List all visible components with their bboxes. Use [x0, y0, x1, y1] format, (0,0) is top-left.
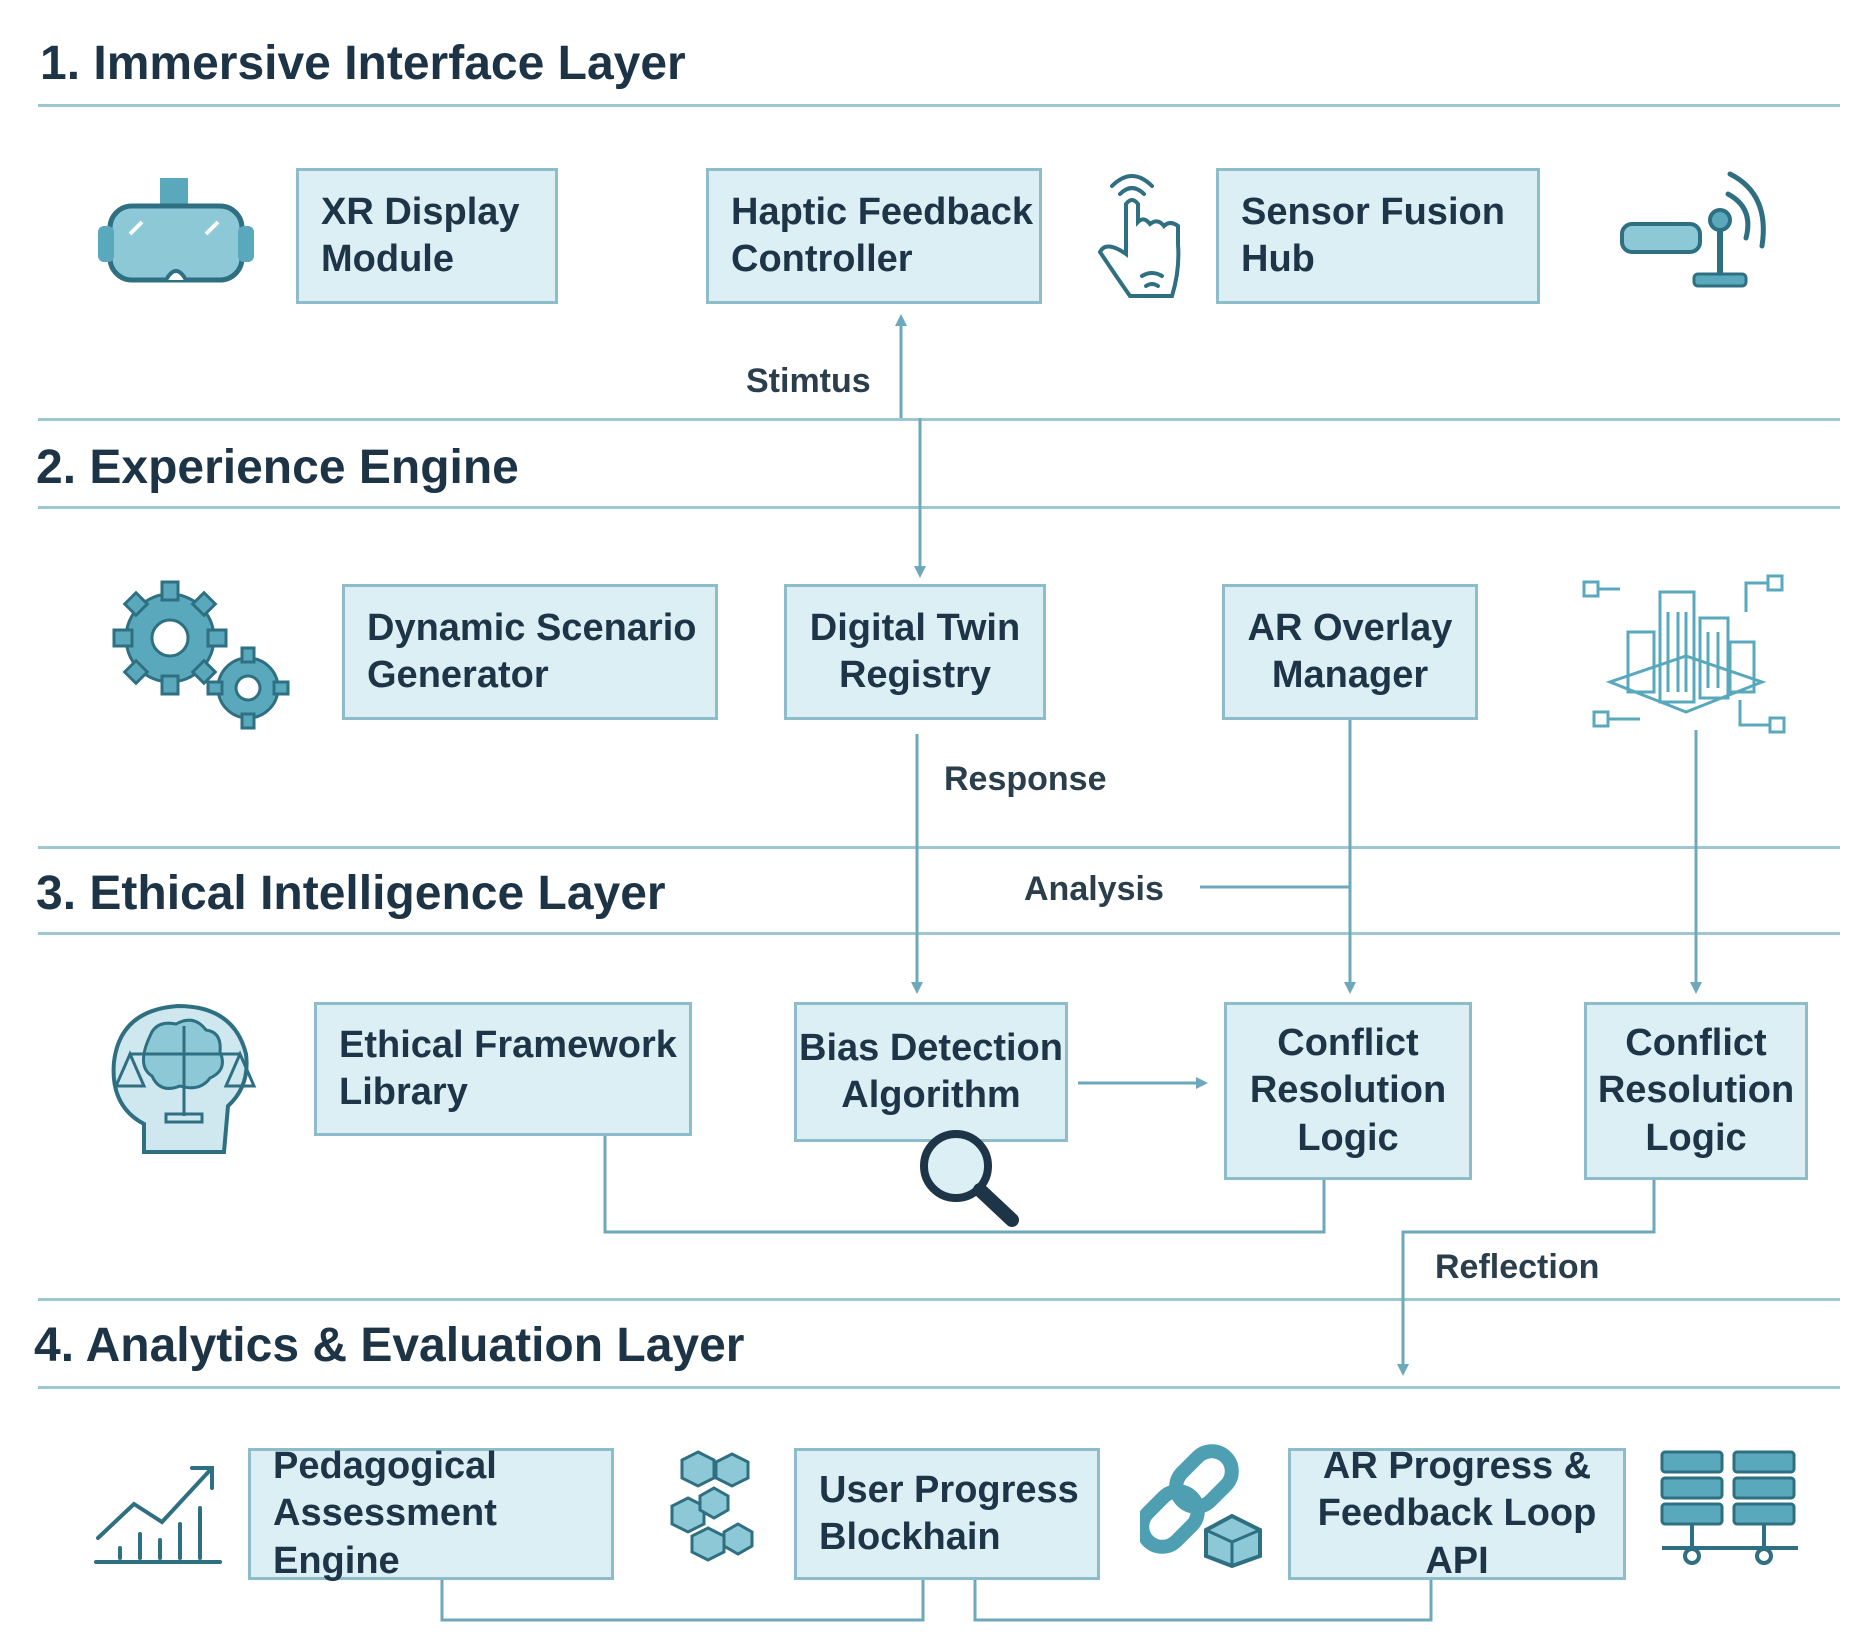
box-label: Bias Detection Algorithm	[799, 1026, 1063, 1117]
layer-divider	[38, 104, 1840, 107]
response-label: Response	[944, 760, 1107, 798]
box-label: AR Progress & Feedback Loop API	[1317, 1444, 1597, 1582]
box-label: Haptic Feedback Controller	[731, 190, 1033, 281]
gears-icon	[112, 580, 290, 730]
layer-divider	[38, 1298, 1840, 1301]
stimulus-label: Stimtus	[746, 362, 871, 400]
ar-overlay-manager-box: AR Overlay Manager	[1222, 584, 1478, 720]
brain-scales-icon	[111, 1003, 257, 1154]
box-label: Conflict Resolution Logic	[1597, 1021, 1795, 1159]
box-label: Conflict Resolution Logic	[1249, 1021, 1447, 1159]
layer-title-analytics: 4. Analytics & Evaluation Layer	[34, 1319, 745, 1372]
bias-detection-algorithm-box: Bias Detection Algorithm	[794, 1002, 1068, 1142]
reflection-label: Reflection	[1435, 1248, 1600, 1286]
analysis-label: Analysis	[1024, 870, 1164, 908]
smart-city-icon	[1582, 574, 1786, 734]
dynamic-scenario-generator-box: Dynamic Scenario Generator	[342, 584, 718, 720]
layer-divider	[38, 932, 1840, 935]
layer-title-ethical: 3. Ethical Intelligence Layer	[36, 867, 666, 920]
layer-divider	[38, 846, 1840, 849]
layer-divider	[38, 506, 1840, 509]
ar-glasses-antenna-icon	[1620, 171, 1766, 288]
ar-progress-feedback-api-box: AR Progress & Feedback Loop API	[1288, 1445, 1626, 1582]
box-label: Dynamic Scenario Generator	[367, 606, 697, 697]
layer-divider	[38, 1386, 1840, 1389]
vr-headset-icon	[98, 178, 254, 283]
box-label: XR Display Module	[321, 190, 520, 281]
pedagogical-assessment-engine-box: Pedagogical Assessment Engine	[248, 1445, 614, 1582]
digital-twin-registry-box: Digital Twin Registry	[784, 584, 1046, 720]
growth-chart-icon	[94, 1466, 222, 1564]
chain-link-cube-icon	[1140, 1444, 1262, 1568]
conflict-resolution-logic-box-secondary: Conflict Resolution Logic	[1584, 1002, 1808, 1180]
magnifier-icon	[920, 1130, 1019, 1227]
box-label: Ethical Framework Library	[339, 1023, 677, 1114]
reflection-arrow	[1397, 1178, 1656, 1376]
assessment-blockchain-link	[440, 1580, 925, 1622]
box-label: User Progress Blockhain	[819, 1468, 1079, 1559]
box-label: Sensor Fusion Hub	[1241, 190, 1505, 281]
box-label: Pedagogical Assessment Engine	[273, 1444, 497, 1582]
layer-title-immersive: 1. Immersive Interface Layer	[40, 37, 686, 90]
haptic-feedback-controller-box: Haptic Feedback Controller	[706, 168, 1042, 304]
haptic-hand-icon	[1097, 174, 1181, 298]
library-conflict-link	[603, 1133, 1326, 1234]
layer-divider	[38, 418, 1840, 421]
cubes-network-icon	[670, 1450, 754, 1562]
layer-title-experience: 2. Experience Engine	[36, 441, 519, 494]
box-label: Digital Twin Registry	[809, 606, 1021, 697]
box-label: AR Overlay Manager	[1247, 606, 1453, 697]
conflict-resolution-logic-box: Conflict Resolution Logic	[1224, 1002, 1472, 1180]
ethical-framework-library-box: Ethical Framework Library	[314, 1002, 692, 1136]
xr-display-module-box: XR Display Module	[296, 168, 558, 304]
blockchain-api-link	[973, 1580, 1433, 1622]
sensor-fusion-hub-box: Sensor Fusion Hub	[1216, 168, 1540, 304]
user-progress-blockchain-box: User Progress Blockhain	[794, 1448, 1100, 1580]
server-rack-icon	[1660, 1450, 1798, 1565]
